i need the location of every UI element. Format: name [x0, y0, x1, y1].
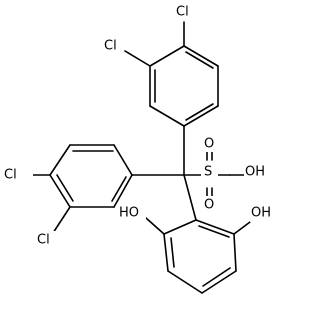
hydroxyl-label: OH — [251, 206, 271, 221]
bond — [49, 144, 71, 176]
bond — [170, 237, 175, 268]
bond — [185, 51, 214, 69]
bond-layer — [32, 21, 251, 294]
bond — [183, 45, 219, 67]
bond — [124, 50, 151, 67]
bond — [149, 105, 185, 127]
bond — [149, 45, 185, 67]
bond — [163, 233, 169, 272]
hydroxyl-label: OH — [245, 165, 265, 180]
chlorine-atom-label: Cl — [37, 233, 50, 248]
chlorine-atom-label: Cl — [104, 39, 117, 54]
bond — [233, 233, 237, 272]
bond — [198, 225, 230, 238]
bond — [56, 174, 74, 202]
oxygen-atom-label: O — [204, 198, 214, 213]
bond — [233, 221, 251, 235]
bond — [49, 174, 71, 208]
bond — [52, 206, 71, 234]
chlorine-atom-label: Cl — [176, 5, 189, 20]
bond — [195, 219, 235, 235]
bond — [113, 174, 133, 208]
bond — [163, 219, 197, 235]
bond — [145, 217, 165, 235]
oxygen-atom-label: O — [204, 137, 214, 152]
hydroxyl-label: HO — [119, 206, 139, 221]
sulfur-atom-label: S — [204, 165, 212, 180]
chlorine-atom-label: Cl — [4, 168, 17, 183]
bond — [201, 270, 237, 294]
bond — [202, 267, 231, 287]
bond — [167, 270, 203, 294]
atom-label-layer: Cl Cl Cl Cl S OH O O HO OH — [3, 3, 278, 249]
bond — [185, 103, 214, 121]
bond — [111, 176, 127, 202]
chemical-structure-diagram: Cl Cl Cl Cl S OH O O HO OH — [3, 3, 278, 294]
bond — [183, 105, 219, 127]
bond — [183, 174, 197, 221]
bond — [113, 144, 133, 176]
